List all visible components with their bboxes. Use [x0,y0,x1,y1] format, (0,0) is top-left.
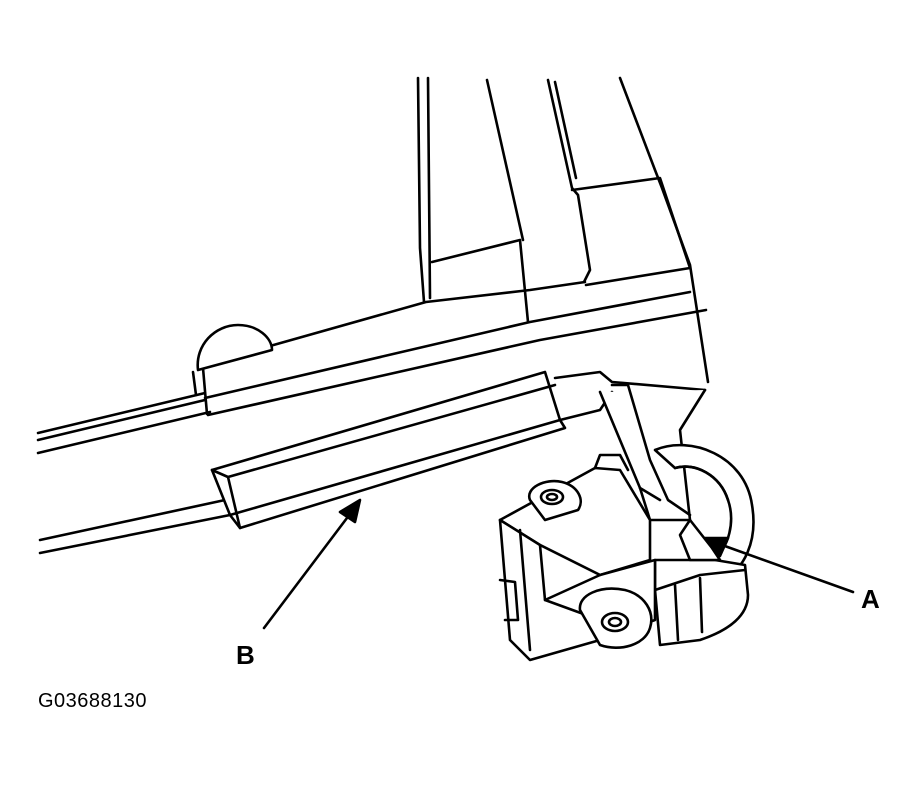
mounting-ear-front [578,587,653,649]
callout-b-label: B [236,640,255,670]
rail-bump [196,323,274,372]
callout-a-label: A [861,584,880,614]
support-arm [598,383,707,522]
rail-strip [210,370,614,530]
rail-horizontal [36,280,708,555]
mounting-ear-rear [527,479,582,522]
callout-b-leader [262,498,362,630]
frame-channel-vertical [416,76,710,384]
callout-a-leader [703,536,855,594]
figure-id: G03688130 [38,690,148,712]
